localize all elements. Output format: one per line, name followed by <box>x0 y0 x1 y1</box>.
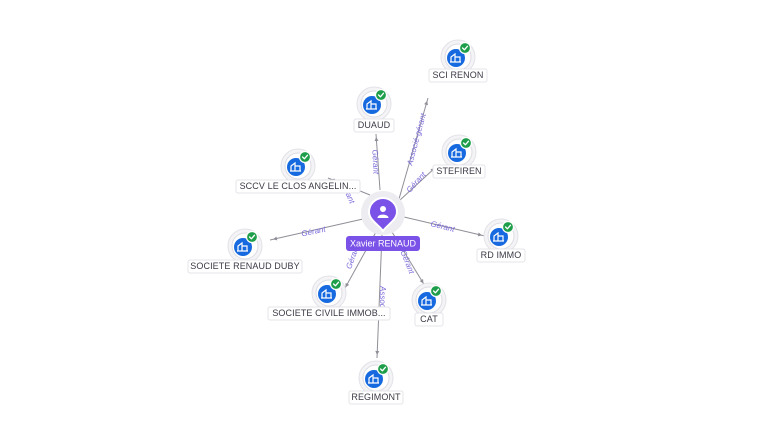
node-label-box <box>432 164 486 179</box>
company-node-duaud[interactable]: DUAUD <box>353 86 395 133</box>
node-label-box <box>348 390 404 405</box>
check-icon <box>245 230 259 244</box>
edge-role-label: Gérant <box>370 149 380 175</box>
check-icon <box>374 88 388 102</box>
edge-rd-immo: Gérant <box>403 216 486 237</box>
building-icon <box>321 288 332 299</box>
company-label: DUAUD <box>358 120 391 130</box>
edge-role-label: Associé-gérant <box>405 112 428 168</box>
person-pin <box>367 197 399 233</box>
node-label-box <box>187 259 303 274</box>
node-label-box <box>414 312 444 327</box>
company-label: RD IMMO <box>481 250 522 260</box>
edge-role-label: Gérant <box>405 170 429 195</box>
edge-line <box>398 97 429 200</box>
company-node-rd-immo[interactable]: RD IMMO <box>476 218 526 263</box>
company-label: STEFIREN <box>436 166 481 176</box>
company-node-civile-immob[interactable]: SOCIETE CIVILE IMMOB... <box>267 275 391 321</box>
node-label-box <box>267 306 391 321</box>
center-node[interactable]: Xavier RENAUD <box>346 191 420 251</box>
check-icon <box>501 220 515 234</box>
check-icon <box>458 41 472 55</box>
company-node-sci-renon[interactable]: SCI RENON <box>428 39 488 83</box>
person-icon <box>377 206 389 218</box>
edge-line <box>269 218 364 241</box>
company-label: SCI RENON <box>433 70 484 80</box>
check-icon <box>376 362 390 376</box>
nodes-layer: SCI RENON DUAUD STEFIREN SCCV LE CLOS ANGEL… <box>187 39 526 405</box>
building-icon <box>368 373 379 384</box>
check-icon <box>429 284 443 298</box>
center-name-badge <box>346 236 420 251</box>
node-label-box <box>476 248 526 263</box>
company-label: CAT <box>420 314 438 324</box>
edge-role-label: Associé <box>378 285 387 315</box>
company-label: SCCV LE CLOS ANGELIN... <box>240 181 357 191</box>
building-icon <box>493 231 504 242</box>
check-icon <box>298 150 312 164</box>
arrow-icon <box>374 136 379 142</box>
arrow-icon <box>477 232 483 237</box>
building-icon <box>237 241 248 252</box>
company-node-stefiren[interactable]: STEFIREN <box>432 134 486 179</box>
edge-role-label: Gérant <box>430 219 457 234</box>
arrow-icon <box>424 100 428 106</box>
edge-line <box>376 233 383 359</box>
company-label: REGIMONT <box>351 392 401 402</box>
building-icon <box>290 161 301 172</box>
edge-line <box>375 133 381 191</box>
company-node-regimont[interactable]: REGIMONT <box>348 360 404 405</box>
company-node-renaud-duby[interactable]: SOCIETE RENAUD DUBY <box>187 228 303 274</box>
arrow-icon <box>375 350 380 356</box>
check-icon <box>329 277 343 291</box>
node-label-box <box>428 68 488 83</box>
company-node-sccv[interactable]: SCCV LE CLOS ANGELIN... <box>235 148 361 194</box>
company-node-cat[interactable]: CAT <box>411 282 447 327</box>
company-label: SOCIETE RENAUD DUBY <box>190 261 299 271</box>
node-label-box <box>353 118 395 133</box>
arrow-icon <box>272 236 278 241</box>
arrow-icon <box>345 282 350 288</box>
edge-line <box>403 216 486 237</box>
building-icon <box>451 147 462 158</box>
edge-line <box>399 165 438 201</box>
edge-stefiren: Gérant <box>399 165 438 201</box>
edge-duaud: Gérant <box>370 133 381 191</box>
edge-role-label: Gérant <box>399 249 417 276</box>
center-name: Xavier RENAUD <box>350 239 417 249</box>
company-label: SOCIETE CIVILE IMMOB... <box>272 308 385 318</box>
edge-regimont: Associé <box>375 233 387 359</box>
arrow-icon <box>419 278 424 284</box>
check-icon <box>459 136 473 150</box>
building-icon <box>366 99 377 110</box>
node-label-box <box>235 179 361 194</box>
building-icon <box>421 295 432 306</box>
edge-role-label: Gérant <box>301 224 328 238</box>
building-icon <box>450 52 461 63</box>
